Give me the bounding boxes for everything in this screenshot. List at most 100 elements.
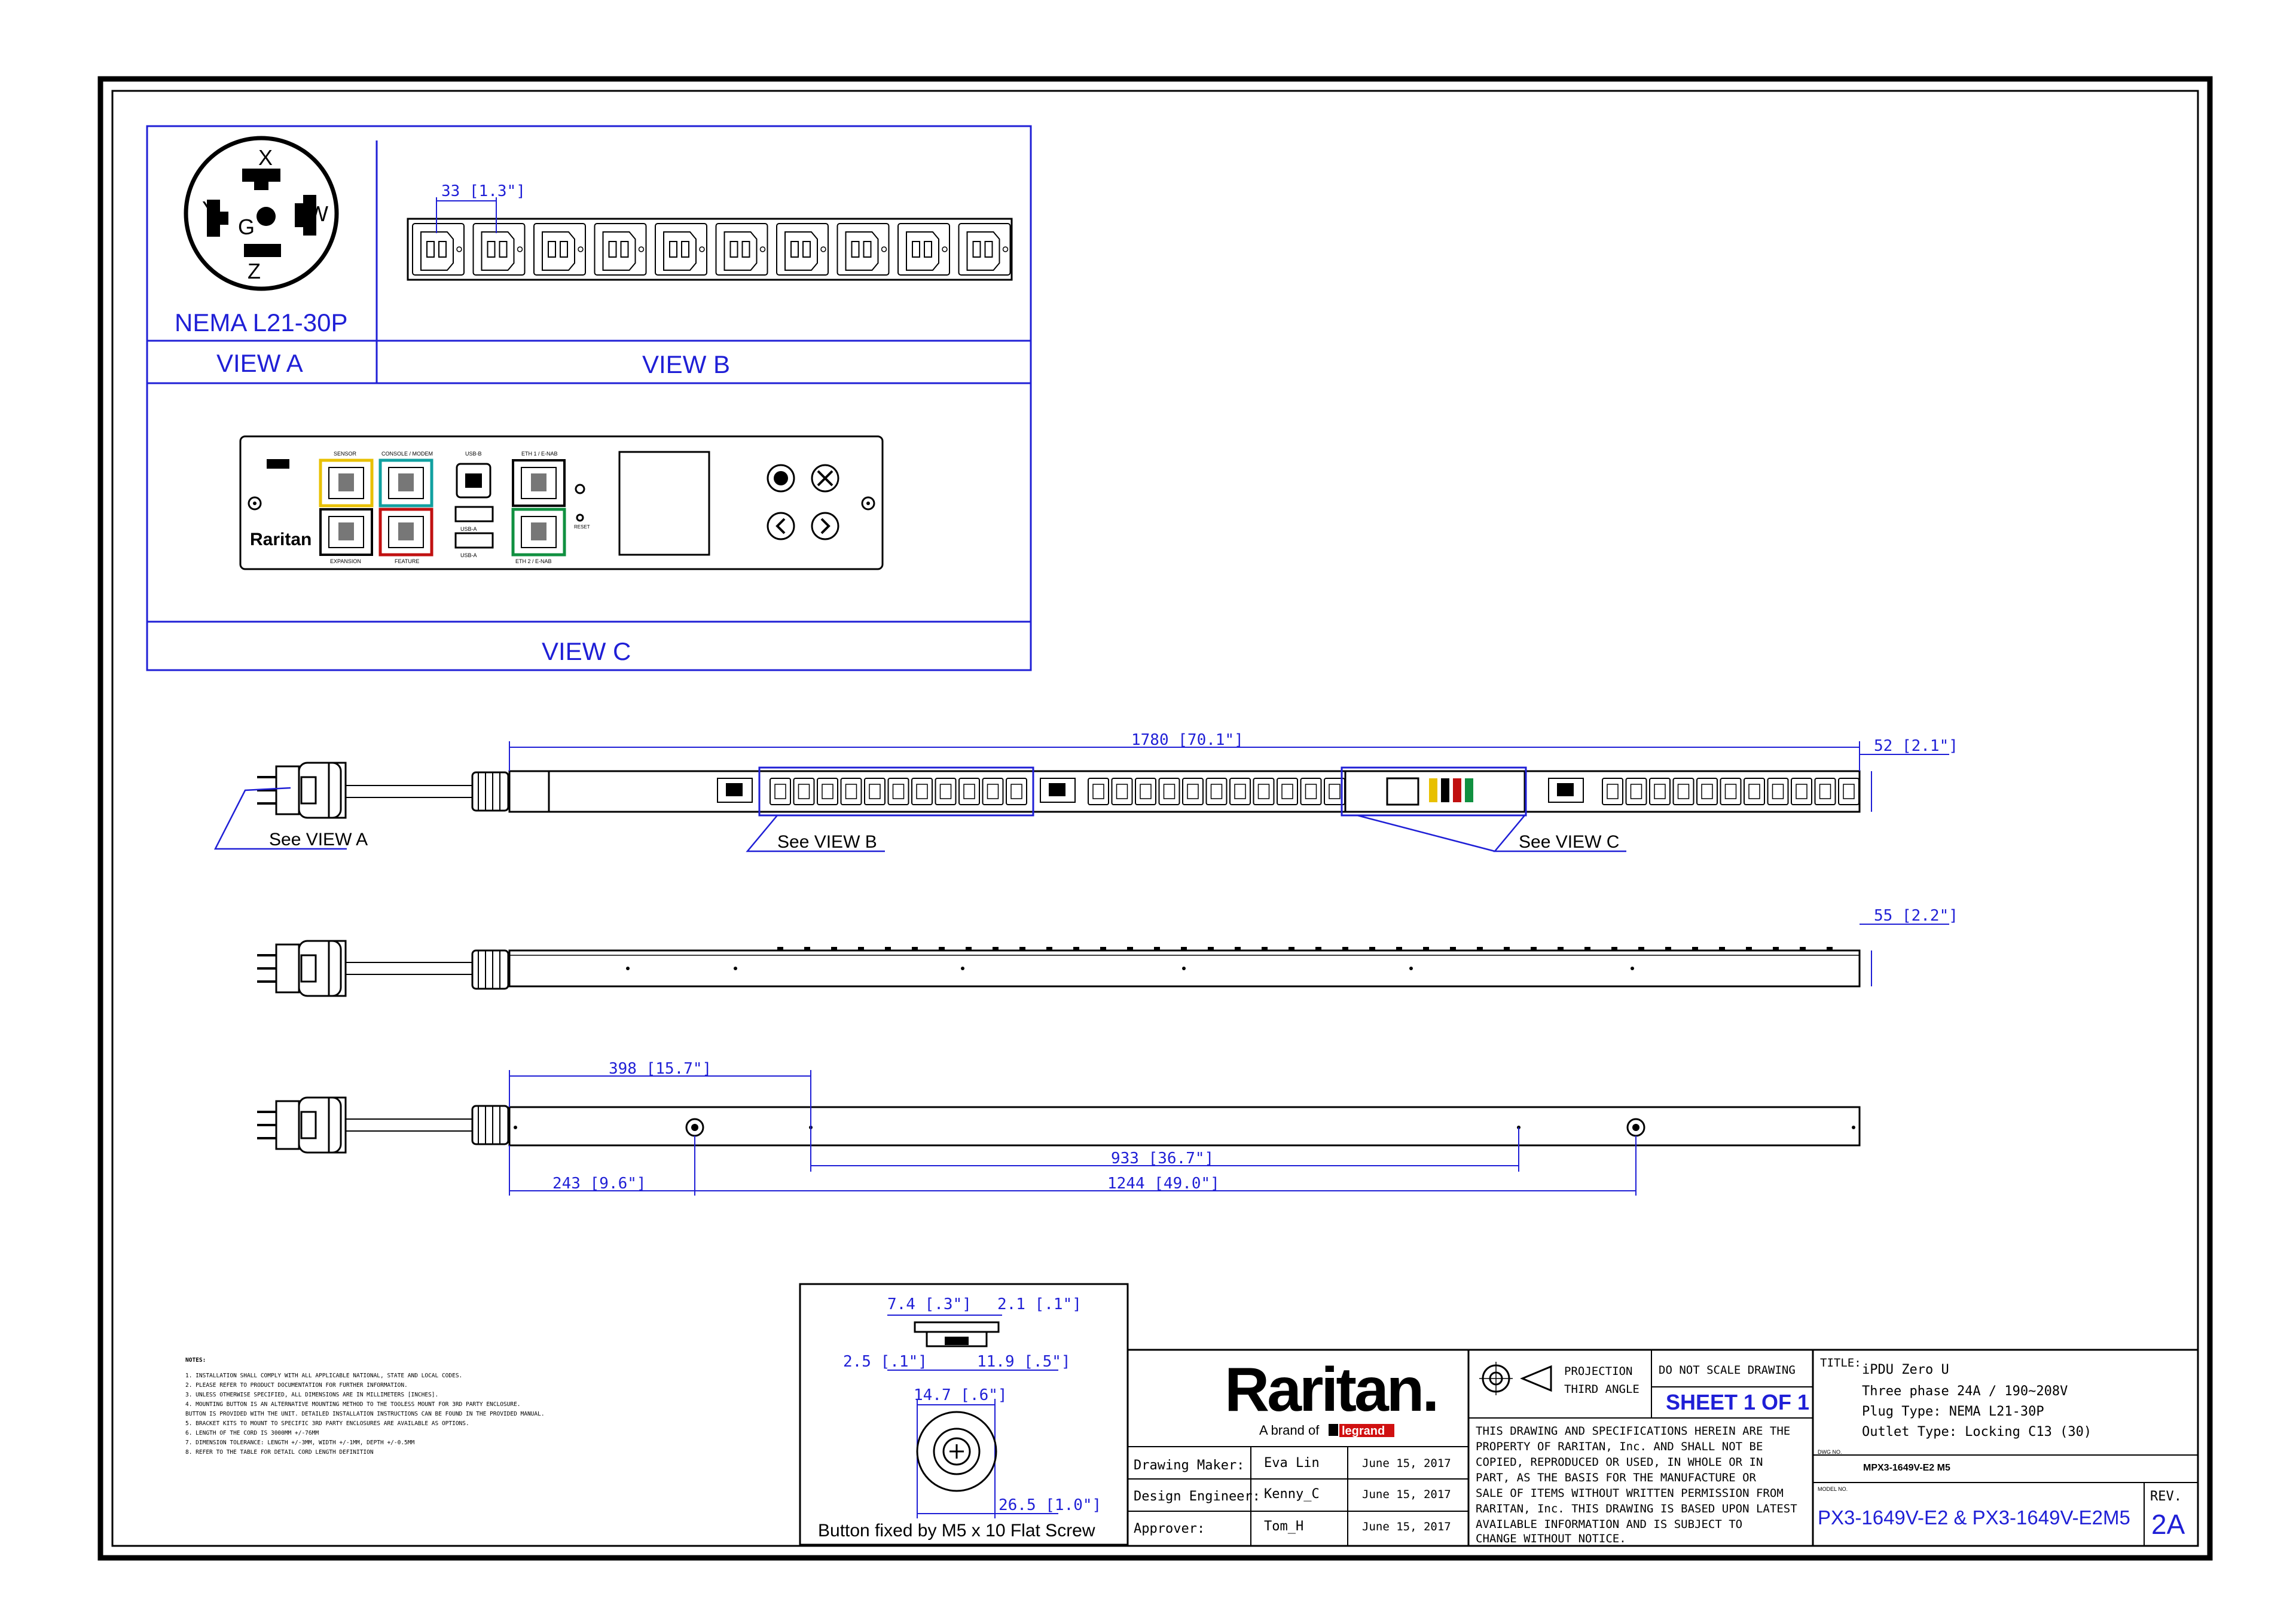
rev-label: REV. xyxy=(2150,1489,2182,1504)
back-dim-1244: 1244 [49.0"] xyxy=(1107,1175,1220,1193)
plug-pin-y: Y xyxy=(202,197,216,221)
note-line: BUTTON IS PROVIDED WITH THE UNIT. DETAIL… xyxy=(185,1411,545,1417)
c13-outlet-icon xyxy=(897,223,950,276)
raritan-logo: Raritan. xyxy=(1225,1355,1437,1425)
model-label: MODEL NO. xyxy=(1818,1486,1848,1492)
plug-name: NEMA L21-30P xyxy=(175,308,348,337)
port-eth2: ETH 2 / E-NAB xyxy=(515,558,552,564)
rev-value: 2A xyxy=(2151,1509,2185,1540)
button-detail: 7.4 [.3"] 2.1 [.1"] 2.5 [.1"] 11.9 [.5"]… xyxy=(799,1283,1129,1546)
btn-dim-6: 26.5 [1.0"] xyxy=(999,1496,1101,1514)
note-line: 1. INSTALLATION SHALL COMPLY WITH ALL AP… xyxy=(185,1373,462,1379)
title-line: Plug Type: NEMA L21-30P xyxy=(1862,1404,2044,1419)
breaker-icon xyxy=(717,778,753,803)
back-view: 398 [15.7"] 933 [36.7"] 243 [9.6"] 1244 … xyxy=(257,1060,1861,1196)
inner-border xyxy=(111,90,2199,1547)
disclaimer-line: PART, AS THE BASIS FOR THE MANUFACTURE O… xyxy=(1476,1471,1757,1484)
btn-dim-1: 7.4 [.3"] xyxy=(887,1295,972,1313)
c13-outlet-icon xyxy=(533,223,586,276)
tb-date: June 15, 2017 xyxy=(1362,1520,1451,1533)
port-usb-b: USB-B xyxy=(465,451,482,457)
rj45-port-icon xyxy=(388,516,424,548)
rj45-port-icon xyxy=(521,516,557,548)
breaker-icon xyxy=(1548,778,1584,803)
note-line: 2. PLEASE REFER TO PRODUCT DOCUMENTATION… xyxy=(185,1382,408,1389)
back-dim-933: 933 [36.7"] xyxy=(1111,1150,1214,1167)
port-usb-a1: USB-A xyxy=(460,526,477,532)
c13-outlet-icon xyxy=(472,223,526,276)
logo-legrand: legrand xyxy=(1342,1425,1385,1438)
breaker-icon xyxy=(1040,778,1076,803)
plug-pin-g: G xyxy=(238,215,255,239)
btn-dim-3: 2.5 [.1"] xyxy=(843,1353,927,1371)
disclaimer-line: THIS DRAWING AND SPECIFICATIONS HEREIN A… xyxy=(1476,1425,1790,1438)
note-line: 6. LENGTH OF THE CORD IS 3000MM +/-76MM xyxy=(185,1430,319,1436)
rj45-port-icon xyxy=(328,516,364,548)
tb-name: Tom_H xyxy=(1264,1519,1303,1534)
port-expansion: EXPANSION xyxy=(330,558,361,564)
disclaimer-line: PROPERTY OF RARITAN, Inc. AND SHALL NOT … xyxy=(1476,1440,1763,1453)
btn-caption: Button fixed by M5 x 10 Flat Screw xyxy=(818,1521,1095,1541)
tb-role: Approver: xyxy=(1134,1521,1205,1536)
view-b-outlet-strip xyxy=(407,218,1013,281)
controller-brand: Raritan xyxy=(250,530,312,549)
btn-dim-5: 14.7 [.6"] xyxy=(914,1386,1007,1404)
outlet-pitch-dim: 33 [1.3"] xyxy=(441,182,526,200)
note-line: 8. REFER TO THE TABLE FOR DETAIL CORD LE… xyxy=(185,1449,374,1456)
plug-pin-z: Z xyxy=(248,259,261,283)
view-c-caption: VIEW C xyxy=(542,637,631,665)
model-number: PX3-1649V-E2 & PX3-1649V-E2M5 xyxy=(1818,1506,2130,1529)
plug-pin-x: X xyxy=(258,145,273,170)
rj45-port-icon xyxy=(521,467,557,499)
projection-1: PROJECTION xyxy=(1564,1365,1632,1378)
projection-symbol-icon xyxy=(1479,1362,1552,1395)
back-dim-398: 398 [15.7"] xyxy=(609,1060,712,1078)
view-a-plug-face: X Y G W Z xyxy=(184,136,339,291)
view-b-dimension: 33 [1.3"] xyxy=(436,182,526,233)
title-label: TITLE: xyxy=(1820,1356,1861,1370)
notes: NOTES: 1. INSTALLATION SHALL COMPLY WITH… xyxy=(185,1357,545,1456)
c13-outlet-icon xyxy=(836,223,890,276)
port-feature: FEATURE xyxy=(395,558,419,564)
see-view-a: See VIEW A xyxy=(269,830,368,849)
c13-outlet-icon xyxy=(958,223,1011,276)
outlet-bank xyxy=(1602,778,1860,805)
disclaimer-line: RARITAN, Inc. THIS DRAWING IS BASED UPON… xyxy=(1476,1502,1797,1515)
outer-border xyxy=(97,76,2213,1561)
tb-date: June 15, 2017 xyxy=(1362,1488,1451,1501)
view-c-controller: Raritan SENSOR CONSOLE / MODEM USB-B ETH… xyxy=(239,435,884,570)
disclaimer-line: CHANGE WITHOUT NOTICE. xyxy=(1476,1532,1626,1545)
disclaimer-line: COPIED, REPRODUCED OR USED, IN WHOLE OR … xyxy=(1476,1456,1763,1469)
logo-sub: A brand of xyxy=(1259,1423,1320,1438)
port-usb-a2: USB-A xyxy=(460,552,477,558)
title-block: Raritan. A brand of legrand Drawing Make… xyxy=(1126,1349,2199,1547)
dwg-label: DWG NO. xyxy=(1818,1449,1842,1455)
front-length-dim: 1780 [70.1"] xyxy=(1131,731,1244,749)
note-line: 7. DIMENSION TOLERANCE: LENGTH +/-3MM, W… xyxy=(185,1439,414,1446)
side-view: 55 [2.2"] xyxy=(257,907,1958,997)
title-line: Outlet Type: Locking C13 (30) xyxy=(1862,1425,2092,1439)
no-scale: DO NOT SCALE DRAWING xyxy=(1659,1364,1796,1377)
see-view-c: See VIEW C xyxy=(1519,832,1619,852)
rj45-port-icon xyxy=(328,467,364,499)
note-line: 4. MOUNTING BUTTON IS AN ALTERNATIVE MOU… xyxy=(185,1401,521,1408)
tb-role: Drawing Maker: xyxy=(1134,1458,1244,1473)
tb-date: June 15, 2017 xyxy=(1362,1457,1451,1470)
note-line: 5. BRACKET KITS TO MOUNT TO SPECIFIC 3RD… xyxy=(185,1420,469,1427)
disclaimer-line: AVAILABLE INFORMATION AND IS SUBJECT TO xyxy=(1476,1518,1742,1531)
c13-outlet-icon xyxy=(715,223,768,276)
port-console: CONSOLE / MODEM xyxy=(381,451,433,457)
c13-outlet-icon xyxy=(412,223,465,276)
c13-outlet-icon xyxy=(655,223,707,276)
plug-pin-w: W xyxy=(308,201,328,226)
back-dim-243: 243 [9.6"] xyxy=(552,1175,646,1193)
tb-role: Design Engineer: xyxy=(1134,1489,1260,1504)
note-line: 3. UNLESS OTHERWISE SPECIFIED, ALL DIMEN… xyxy=(185,1392,438,1398)
title-line: Three phase 24A / 190~208V xyxy=(1862,1384,2068,1399)
view-b-caption: VIEW B xyxy=(642,350,730,378)
view-c-frame xyxy=(146,382,1032,671)
tb-name: Kenny_C xyxy=(1264,1487,1320,1502)
port-reset: RESET xyxy=(574,524,590,530)
c13-outlet-icon xyxy=(594,223,647,276)
see-view-b: See VIEW B xyxy=(777,832,877,852)
